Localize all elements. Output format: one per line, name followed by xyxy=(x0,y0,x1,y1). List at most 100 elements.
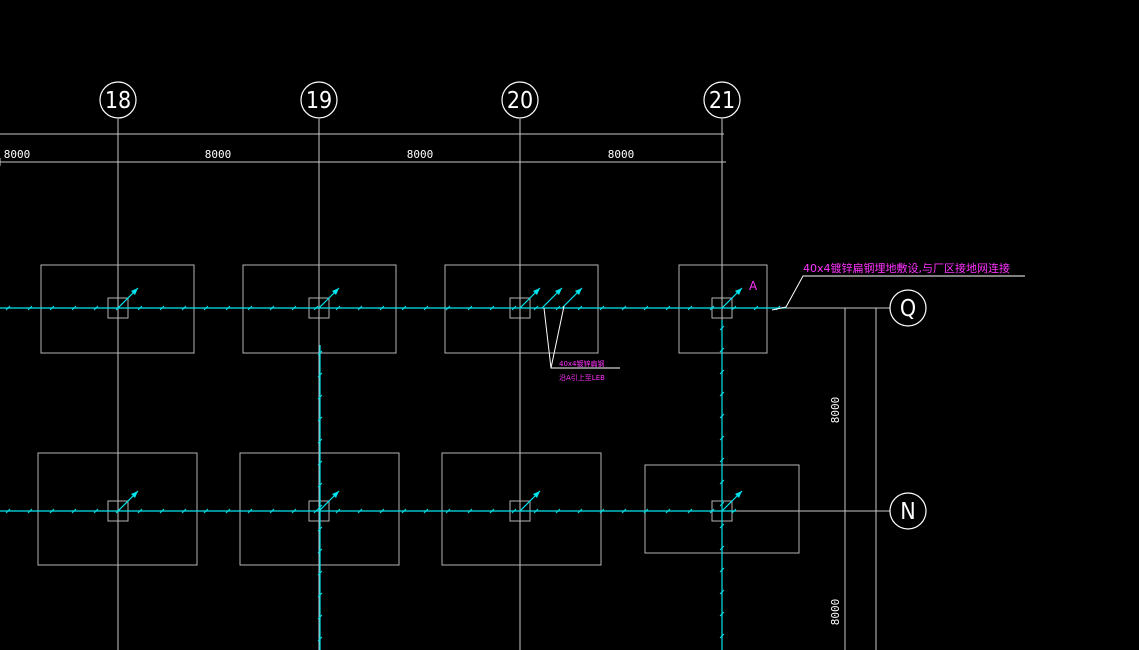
dim-text-2: 8000 xyxy=(407,148,434,161)
axis-bubble-19 xyxy=(300,81,338,119)
footing-3 xyxy=(678,264,768,354)
conductor-row-q-tick xyxy=(27,305,33,311)
conductor-col-21-tick xyxy=(719,479,725,485)
conductor-row-q-tick xyxy=(335,305,341,311)
axis-label-Q: Q xyxy=(900,296,916,322)
conductor-row-n-tick xyxy=(709,508,715,514)
conductor-row-n-tick xyxy=(599,508,605,514)
small-note-line-1: 40x4镀锌扁钢 xyxy=(559,359,605,368)
conductor-row-n-tick xyxy=(643,508,649,514)
conductor-row-q-tick xyxy=(313,305,319,311)
conductor-row-q-tick xyxy=(5,305,11,311)
main-note-leader xyxy=(771,275,1025,311)
conductor-col-21-tick xyxy=(719,567,725,573)
conductor-row-q-tick xyxy=(665,305,671,311)
axis-bubble-21 xyxy=(703,81,741,119)
conductor-col-21-tick xyxy=(719,435,725,441)
uplead-arrow-20-Q-head xyxy=(533,288,540,295)
conductor-col-21-tick xyxy=(719,501,725,507)
dim-text-1: 8000 xyxy=(205,148,232,161)
conductor-col-19-tick xyxy=(317,394,323,400)
conductor-col-19-tick xyxy=(317,438,323,444)
conductor-col-19-tick xyxy=(317,570,323,576)
conductor-row-q-tick xyxy=(423,305,429,311)
conductor-row-n-tick xyxy=(489,508,495,514)
conductor-row-q-tick xyxy=(599,305,605,311)
conductor-col-19-tick xyxy=(317,460,323,466)
conductor-col-19-tick xyxy=(317,482,323,488)
conductor-col-19-tick xyxy=(317,372,323,378)
axis-label-21: 21 xyxy=(709,88,735,114)
ground-conductors xyxy=(0,287,786,650)
conductor-row-q-tick xyxy=(445,305,451,311)
conductor-row-n-tick xyxy=(401,508,407,514)
conductor-row-n-tick xyxy=(49,508,55,514)
conductor-col-21-tick xyxy=(719,457,725,463)
conductor-row-n-tick xyxy=(511,508,517,514)
conductor-col-21-tick xyxy=(719,369,725,375)
conductor-row-q-tick xyxy=(379,305,385,311)
conductor-row-q-tick xyxy=(357,305,363,311)
conductor-row-n-tick xyxy=(335,508,341,514)
conductor-col-21-tick xyxy=(719,545,725,551)
conductor-row-n-tick xyxy=(379,508,385,514)
conductor-row-q-tick xyxy=(159,305,165,311)
conductor-col-19-tick xyxy=(317,526,323,532)
conductor-row-n-tick xyxy=(181,508,187,514)
conductor-row-q-tick xyxy=(137,305,143,311)
axis-bubble-Q xyxy=(889,289,927,327)
conductor-row-q-tick xyxy=(269,305,275,311)
axis-label-18: 18 xyxy=(105,88,131,114)
conductor-col-19-tick xyxy=(317,350,323,356)
conductor-col-21-tick xyxy=(719,633,725,639)
footing-2 xyxy=(444,264,599,354)
axis-bubble-N xyxy=(889,492,927,530)
conductor-col-21-tick xyxy=(719,611,725,617)
conductor-col-19-tick xyxy=(317,504,323,510)
dim-text-3: 8000 xyxy=(608,148,635,161)
footing-4 xyxy=(37,452,198,566)
small-note-leader-1 xyxy=(543,307,620,369)
conductor-row-q-tick xyxy=(731,305,737,311)
conductor-col-21-tick xyxy=(719,413,725,419)
uplead-arrow-21-N-head xyxy=(735,491,742,498)
conductor-row-n-tick xyxy=(137,508,143,514)
conductor-row-n-tick xyxy=(621,508,627,514)
conductor-row-n-tick xyxy=(225,508,231,514)
annotations: 40x4镀锌扁钢埋地敷设,与厂区接地网连接 A 40x4镀锌扁钢 沿A引上至LE… xyxy=(543,261,1025,382)
uplead-arrow-extra-2-head xyxy=(575,288,582,295)
uplead-arrow-21-Q-head xyxy=(735,288,742,295)
axis-bubble-20 xyxy=(501,81,539,119)
conductor-row-q-tick xyxy=(533,305,539,311)
conductor-row-n-tick xyxy=(93,508,99,514)
conductor-row-q-tick xyxy=(753,305,759,311)
uplead-arrow-19-Q-head xyxy=(332,288,339,295)
conductor-row-q-tick xyxy=(225,305,231,311)
conductor-row-q-tick xyxy=(203,305,209,311)
conductor-row-q-tick xyxy=(709,305,715,311)
conductor-row-n-tick xyxy=(533,508,539,514)
main-note-text: 40x4镀锌扁钢埋地敷设,与厂区接地网连接 xyxy=(803,261,1010,275)
small-note-line-2: 沿A引上至LEB xyxy=(559,373,605,382)
conductor-row-q-tick xyxy=(401,305,407,311)
dim-vert-text-1: 8000 xyxy=(829,599,842,626)
conductor-row-q-tick xyxy=(643,305,649,311)
conductor-row-n-tick xyxy=(313,508,319,514)
conductor-row-n-tick xyxy=(445,508,451,514)
conductor-row-n-tick xyxy=(577,508,583,514)
conductor-row-q-tick xyxy=(577,305,583,311)
conductor-col-19-tick xyxy=(317,548,323,554)
conductor-row-n-tick xyxy=(247,508,253,514)
uplead-arrow-18-Q-head xyxy=(131,288,138,295)
conductor-col-21-tick xyxy=(719,523,725,529)
dim-vert-text-0: 8000 xyxy=(829,397,842,424)
small-note-leader-2 xyxy=(550,305,565,369)
conductor-col-19-tick xyxy=(317,592,323,598)
conductor-row-n-tick xyxy=(27,508,33,514)
conductor-col-21-tick xyxy=(719,391,725,397)
conductor-row-n-tick xyxy=(687,508,693,514)
conductor-row-n-tick xyxy=(71,508,77,514)
conductor-row-n-tick xyxy=(467,508,473,514)
